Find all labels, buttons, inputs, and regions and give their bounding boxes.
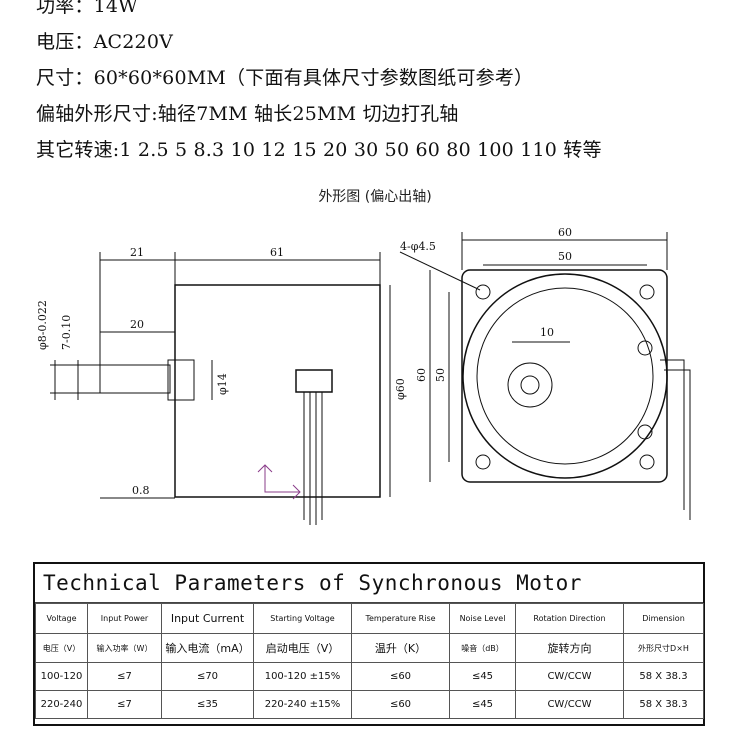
cell-starting-voltage: 100-120 ±15% xyxy=(253,662,352,691)
header-voltage: Voltage xyxy=(35,603,88,634)
front-hole-br xyxy=(639,454,655,470)
front-hole-bl xyxy=(475,454,491,470)
cell-input-power: ≤7 xyxy=(87,662,162,691)
parameters-table: Technical Parameters of Synchronous Moto… xyxy=(33,562,705,726)
dim-holes: 4-φ4.5 xyxy=(400,240,436,253)
header-dimension: Dimension xyxy=(623,603,704,634)
cell-input-power: ≤7 xyxy=(87,690,162,719)
front-shaft xyxy=(520,375,540,395)
header-zh-rotation-direction: 旋转方向 xyxy=(515,633,624,663)
spec-size: 尺寸：60*60*60MM（下面有具体尺寸参数图纸可参考） xyxy=(36,67,534,89)
cell-rotation-direction: CW/CCW xyxy=(515,690,624,719)
side-body xyxy=(174,284,381,498)
cell-temperature-rise: ≤60 xyxy=(351,662,450,691)
header-zh-noise-level: 噪音（dB） xyxy=(449,633,516,663)
dim-phi60: φ60 xyxy=(394,378,407,400)
cell-noise-level: ≤45 xyxy=(449,690,516,719)
spec-voltage: 电压：AC220V xyxy=(36,31,174,53)
header-input-current: Input Current xyxy=(161,603,254,634)
header-zh-voltage: 电压（V） xyxy=(35,633,88,663)
dim-front-50-side: 50 xyxy=(434,368,447,382)
side-connector xyxy=(295,369,333,393)
dim-front-10: 10 xyxy=(540,326,554,339)
side-shaft xyxy=(99,364,171,394)
header-temperature-rise: Temperature Rise xyxy=(351,603,450,634)
header-noise-level: Noise Level xyxy=(449,603,516,634)
dim-shaft-dia: φ8-0.022 xyxy=(36,300,49,350)
outline-drawing-svg: 21 61 20 φ8-0.022 7-0.10 φ14 φ60 0.8 60 … xyxy=(36,226,691,525)
dim-0-8: 0.8 xyxy=(132,484,150,497)
dim-front-60: 60 xyxy=(558,226,572,239)
header-rotation-direction: Rotation Direction xyxy=(515,603,624,634)
cell-noise-level: ≤45 xyxy=(449,662,516,691)
outline-drawing: 21 61 20 φ8-0.022 7-0.10 φ14 φ60 0.8 60 … xyxy=(0,210,750,550)
dim-flat: 7-0.10 xyxy=(60,315,73,350)
dim-phi14: φ14 xyxy=(216,373,229,395)
cell-dimension: 58 X 38.3 xyxy=(623,662,704,691)
side-hub xyxy=(167,359,195,401)
dim-20: 20 xyxy=(130,318,144,331)
header-zh-input-current: 输入电流（mA） xyxy=(161,633,254,663)
front-hole-tr xyxy=(639,284,655,300)
header-zh-temperature-rise: 温升（K） xyxy=(351,633,450,663)
header-zh-starting-voltage: 启动电压（V） xyxy=(253,633,352,663)
front-body-circle xyxy=(462,273,668,479)
header-zh-input-power: 输入功率（W） xyxy=(87,633,162,663)
header-starting-voltage: Starting Voltage xyxy=(253,603,352,634)
front-hole-tl xyxy=(475,284,491,300)
front-flange xyxy=(461,269,668,483)
front-gear-hub xyxy=(507,362,553,408)
header-input-power: Input Power xyxy=(87,603,162,634)
cell-input-current: ≤35 xyxy=(161,690,254,719)
table-row: 220-240 ≤7 ≤35 220-240 ±15% ≤60 ≤45 CW/C… xyxy=(35,690,704,719)
spec-shaft: 偏轴外形尺寸:轴径7MM 轴长25MM 切边打孔轴 xyxy=(36,103,459,125)
front-wires xyxy=(660,359,691,520)
spec-speeds: 其它转速:1 2.5 5 8.3 10 12 15 20 30 50 60 80… xyxy=(36,139,602,161)
table-title: Technical Parameters of Synchronous Moto… xyxy=(35,564,703,603)
dim-front-50: 50 xyxy=(558,250,572,263)
spec-lines: 功率：14W 电压：AC220V 尺寸：60*60*60MM（下面有具体尺寸参数… xyxy=(36,0,736,168)
dim-21: 21 xyxy=(130,246,144,259)
cell-rotation-direction: CW/CCW xyxy=(515,662,624,691)
cell-voltage: 100-120 xyxy=(35,662,88,691)
spec-power: 功率：14W xyxy=(36,0,138,17)
table-row: 100-120 ≤7 ≤70 100-120 ±15% ≤60 ≤45 CW/C… xyxy=(35,662,704,691)
cell-input-current: ≤70 xyxy=(161,662,254,691)
cell-dimension: 58 X 38.3 xyxy=(623,690,704,719)
header-row-zh: 电压（V） 输入功率（W） 输入电流（mA） 启动电压（V） 温升（K） 噪音（… xyxy=(35,633,704,663)
parameters-grid: Voltage Input Power Input Current Starti… xyxy=(35,603,704,719)
drawing-caption: 外形图 (偏心出轴) xyxy=(318,189,432,205)
front-inner-circle xyxy=(476,287,654,465)
header-zh-dimension: 外形尺寸D×H xyxy=(623,633,704,663)
cell-temperature-rise: ≤60 xyxy=(351,690,450,719)
dim-front-60-side: 60 xyxy=(415,368,428,382)
header-row-en: Voltage Input Power Input Current Starti… xyxy=(35,603,704,634)
cell-voltage: 220-240 xyxy=(35,690,88,719)
side-wires xyxy=(303,392,323,525)
cell-starting-voltage: 220-240 ±15% xyxy=(253,690,352,719)
dim-61: 61 xyxy=(270,246,284,259)
